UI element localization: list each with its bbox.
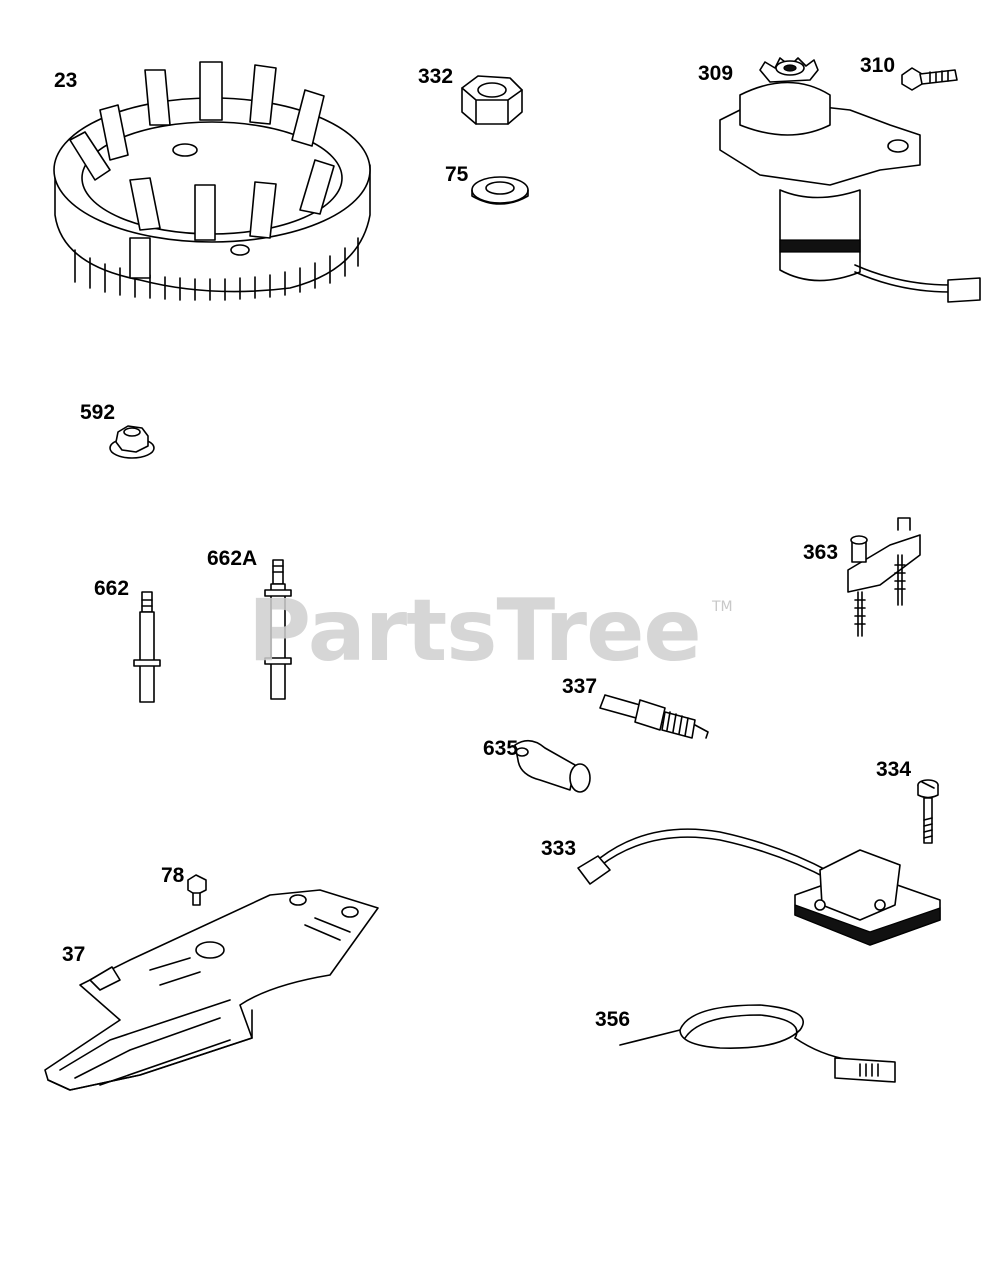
flange-nut-drawing	[109, 425, 155, 459]
part-label-334[interactable]: 334	[876, 758, 912, 781]
base-plate-drawing	[44, 889, 379, 1091]
bolt-drawing	[901, 67, 958, 91]
stud-662-drawing	[133, 591, 161, 703]
washer-drawing	[471, 176, 529, 205]
screw-78-drawing	[187, 874, 207, 906]
spark-plug-drawing	[599, 694, 709, 739]
screw-drawing	[917, 779, 939, 844]
part-label-75[interactable]: 75	[445, 163, 469, 186]
spark-plug-boot-drawing	[514, 739, 591, 793]
part-label-662[interactable]: 662	[94, 577, 130, 600]
part-label-363[interactable]: 363	[803, 541, 839, 564]
part-label-310[interactable]: 310	[860, 54, 896, 77]
part-label-309[interactable]: 309	[698, 62, 734, 85]
ignition-coil-drawing	[577, 828, 941, 946]
part-label-78[interactable]: 78	[161, 864, 185, 887]
part-label-662a[interactable]: 662A	[207, 547, 258, 570]
part-label-356[interactable]: 356	[595, 1008, 631, 1031]
hex-nut-drawing	[461, 75, 523, 125]
starter-motor-drawing	[719, 57, 981, 303]
bracket-drawing	[847, 517, 921, 637]
stud-662a-drawing	[264, 559, 292, 700]
part-label-332[interactable]: 332	[418, 65, 454, 88]
trademark-symbol: TM	[712, 599, 733, 615]
part-label-23[interactable]: 23	[54, 69, 78, 92]
part-label-333[interactable]: 333	[541, 837, 577, 860]
ground-wire-drawing	[619, 1004, 896, 1083]
partstree-watermark: PartsTree	[248, 581, 702, 681]
part-label-635[interactable]: 635	[483, 737, 519, 760]
part-label-337[interactable]: 337	[562, 675, 598, 698]
flywheel-drawing	[53, 61, 371, 301]
part-label-592[interactable]: 592	[80, 401, 116, 424]
part-label-37[interactable]: 37	[62, 943, 86, 966]
